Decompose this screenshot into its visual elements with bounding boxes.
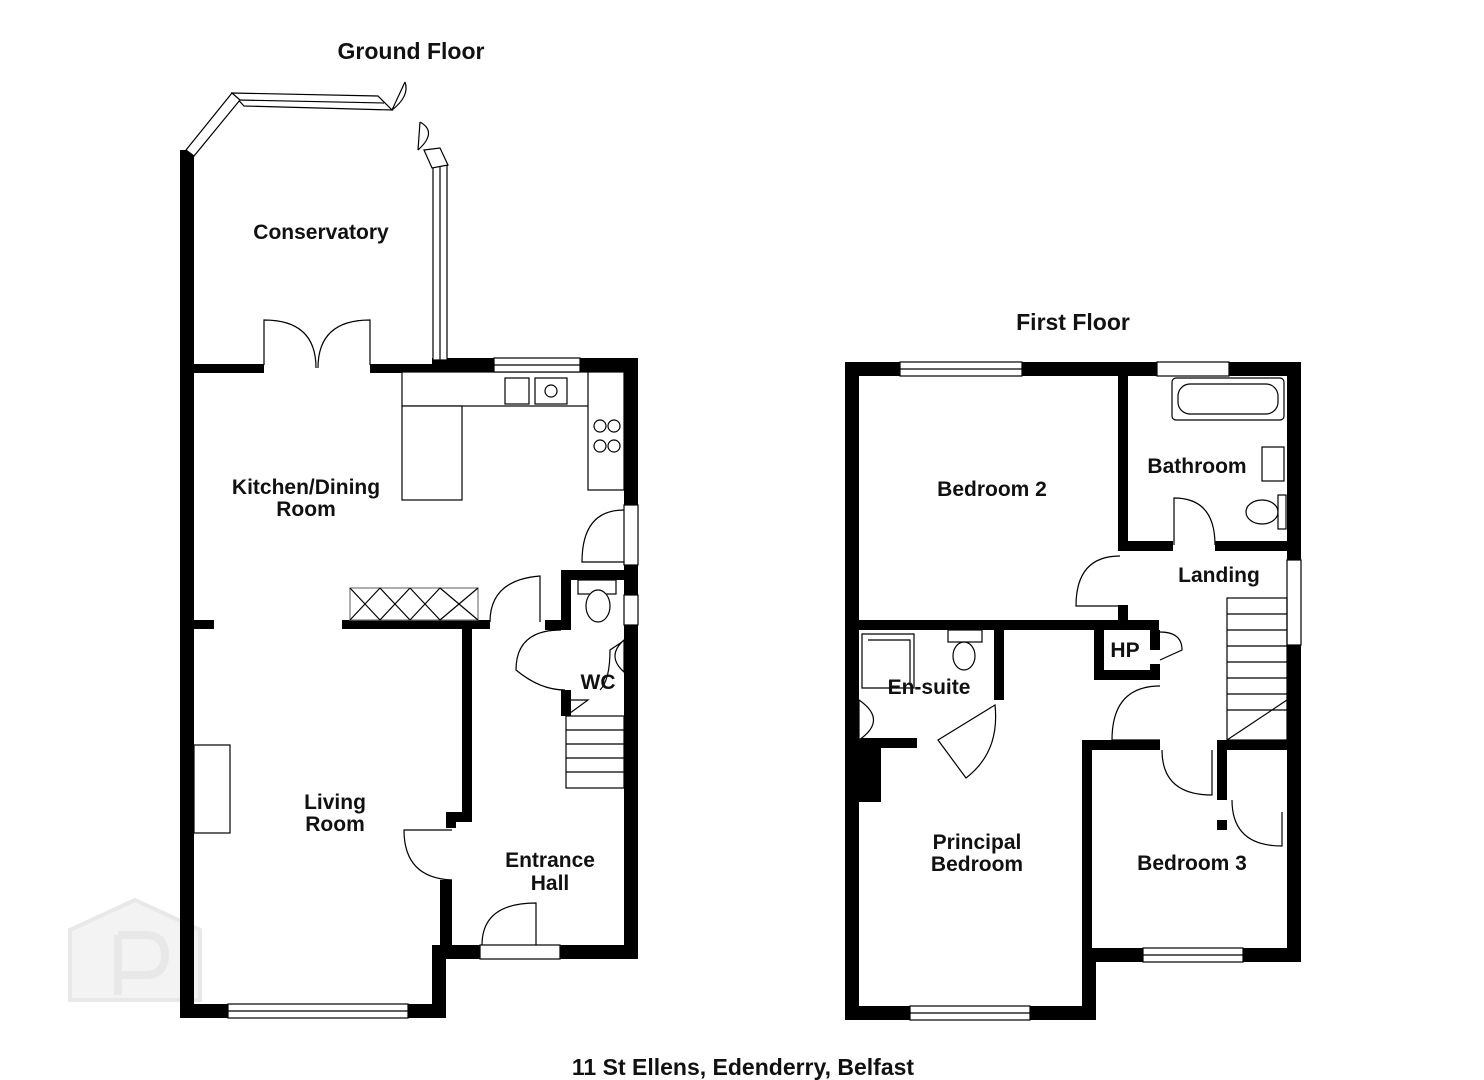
- room-label-ensuite: En-suite: [888, 676, 971, 699]
- room-label-conservatory: Conservatory: [253, 221, 389, 244]
- room-label-hall-line1: Entrance: [505, 849, 595, 872]
- room-label-principal-line1: Principal: [933, 831, 1022, 854]
- room-label-living-line1: Living: [304, 791, 366, 814]
- ground-floor-plan: [180, 81, 639, 1019]
- room-label-bathroom: Bathroom: [1147, 455, 1246, 478]
- first-floor-title: First Floor: [1016, 309, 1130, 335]
- ground-floor-title: Ground Floor: [338, 38, 485, 64]
- room-label-hall-line2: Hall: [531, 872, 570, 895]
- room-label-principal-line2: Bedroom: [931, 853, 1023, 876]
- property-address: 11 St Ellens, Edenderry, Belfast: [572, 1054, 914, 1080]
- room-label-kitchen-line2: Room: [276, 498, 336, 521]
- room-label-landing: Landing: [1178, 564, 1260, 587]
- watermark-logo-icon: [68, 897, 202, 1002]
- room-label-hp: HP: [1110, 639, 1139, 662]
- room-label-kitchen-line1: Kitchen/Dining: [232, 476, 380, 499]
- room-label-wc: WC: [581, 671, 616, 694]
- room-label-living-line2: Room: [305, 813, 365, 836]
- room-label-bedroom2: Bedroom 2: [937, 478, 1047, 501]
- room-label-bedroom3: Bedroom 3: [1137, 852, 1247, 875]
- first-floor-plan: [845, 361, 1302, 1021]
